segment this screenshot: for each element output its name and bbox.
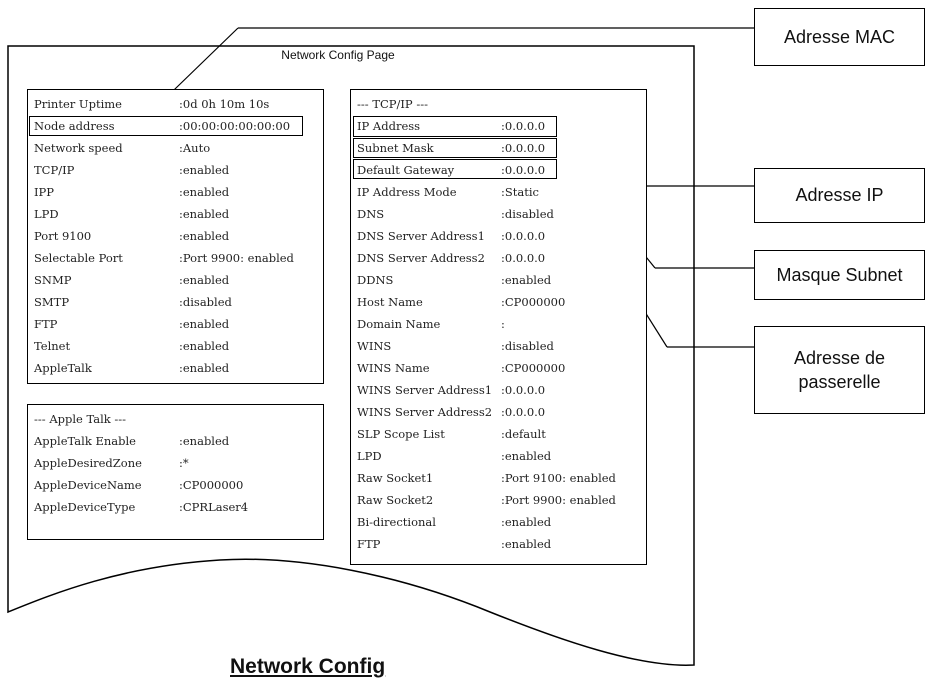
config-value: :0.0.0.0 [501, 405, 546, 419]
config-key: Subnet Mask [357, 141, 434, 155]
config-key: IP Address Mode [357, 185, 457, 199]
config-value: :Port 9900: enabled [501, 493, 616, 507]
config-key: Raw Socket2 [357, 493, 434, 507]
callout-subnet-mask: Masque Subnet [754, 250, 925, 300]
config-key: LPD [34, 207, 59, 221]
config-value: :enabled [179, 361, 230, 375]
callout-gateway: Adresse de passerelle [754, 326, 925, 414]
config-value: :00:00:00:00:00:00 [179, 119, 291, 133]
config-value: :0.0.0.0 [501, 141, 546, 155]
config-key: LPD [357, 449, 382, 463]
config-key: SMTP [34, 295, 70, 309]
config-value: :* [179, 456, 189, 470]
config-value: :Static [501, 185, 539, 199]
config-key: AppleTalk [34, 361, 92, 375]
config-key: DNS Server Address2 [357, 251, 485, 265]
config-key: TCP/IP [34, 163, 75, 177]
config-key: Domain Name [357, 317, 441, 331]
config-key: AppleDeviceName [34, 478, 142, 492]
config-key: Raw Socket1 [357, 471, 434, 485]
config-key: Printer Uptime [34, 97, 122, 111]
config-key: Default Gateway [357, 163, 455, 177]
config-value: :CPRLaser4 [179, 500, 249, 514]
config-value: :Port 9100: enabled [501, 471, 616, 485]
config-value: :enabled [179, 229, 230, 243]
config-key: SLP Scope List [357, 427, 445, 441]
config-key: Host Name [357, 295, 423, 309]
config-key: IPP [34, 185, 55, 199]
config-key: FTP [34, 317, 58, 331]
config-value: :disabled [501, 339, 554, 353]
default-gateway-highlight [353, 159, 557, 179]
config-value: :0.0.0.0 [501, 163, 546, 177]
config-value: :default [501, 427, 546, 441]
config-key: FTP [357, 537, 381, 551]
config-value: :0.0.0.0 [501, 383, 546, 397]
config-key: Network speed [34, 141, 123, 155]
config-value: :0d 0h 10m 10s [179, 97, 270, 111]
config-value: : [501, 317, 505, 331]
node-address-highlight [29, 116, 303, 136]
config-key: AppleTalk Enable [34, 434, 136, 448]
figure-caption: Network Config [230, 655, 386, 678]
section-header: --- TCP/IP --- [357, 97, 428, 111]
config-key: WINS Name [357, 361, 430, 375]
config-key: AppleDeviceType [34, 500, 136, 514]
config-value: :Auto [179, 141, 211, 155]
subnet-mask-highlight [353, 138, 557, 158]
config-key: WINS [357, 339, 392, 353]
config-value: :enabled [501, 449, 552, 463]
config-key: Node address [34, 119, 115, 133]
callout-mac-address: Adresse MAC [754, 8, 925, 66]
config-key: DNS [357, 207, 385, 221]
ip-address-highlight [353, 116, 557, 137]
config-key: DNS Server Address1 [357, 229, 485, 243]
config-key: IP Address [357, 119, 421, 133]
config-key: SNMP [34, 273, 72, 287]
config-value: :enabled [179, 207, 230, 221]
config-value: :0.0.0.0 [501, 251, 546, 265]
config-value: :0.0.0.0 [501, 229, 546, 243]
config-value: :CP000000 [179, 478, 244, 492]
config-value: :CP000000 [501, 295, 566, 309]
config-value: :enabled [501, 273, 552, 287]
config-value: :enabled [179, 163, 230, 177]
config-value: :CP000000 [501, 361, 566, 375]
config-value: :enabled [179, 317, 230, 331]
config-value: :Port 9900: enabled [179, 251, 294, 265]
config-value: :enabled [501, 515, 552, 529]
config-value: :enabled [179, 185, 230, 199]
config-key: AppleDesiredZone [34, 456, 142, 470]
config-key: WINS Server Address2 [357, 405, 493, 419]
config-value: :0.0.0.0 [501, 119, 546, 133]
config-value: :enabled [179, 273, 230, 287]
config-value: :disabled [179, 295, 232, 309]
config-key: Bi-directional [357, 515, 436, 529]
config-key: Telnet [34, 339, 71, 353]
config-value: :enabled [179, 339, 230, 353]
config-value: :enabled [179, 434, 230, 448]
config-value: :disabled [501, 207, 554, 221]
callout-ip-address: Adresse IP [754, 168, 925, 223]
config-key: Port 9100 [34, 229, 92, 243]
appletalk-box: --- Apple Talk --- AppleTalk Enable :enabl… [27, 404, 324, 540]
config-key: Selectable Port [34, 251, 123, 265]
page-title: Network Config Page [281, 48, 395, 62]
config-value: :enabled [501, 537, 552, 551]
section-header: --- Apple Talk --- [34, 412, 127, 426]
config-key: WINS Server Address1 [357, 383, 493, 397]
config-key: DDNS [357, 273, 394, 287]
